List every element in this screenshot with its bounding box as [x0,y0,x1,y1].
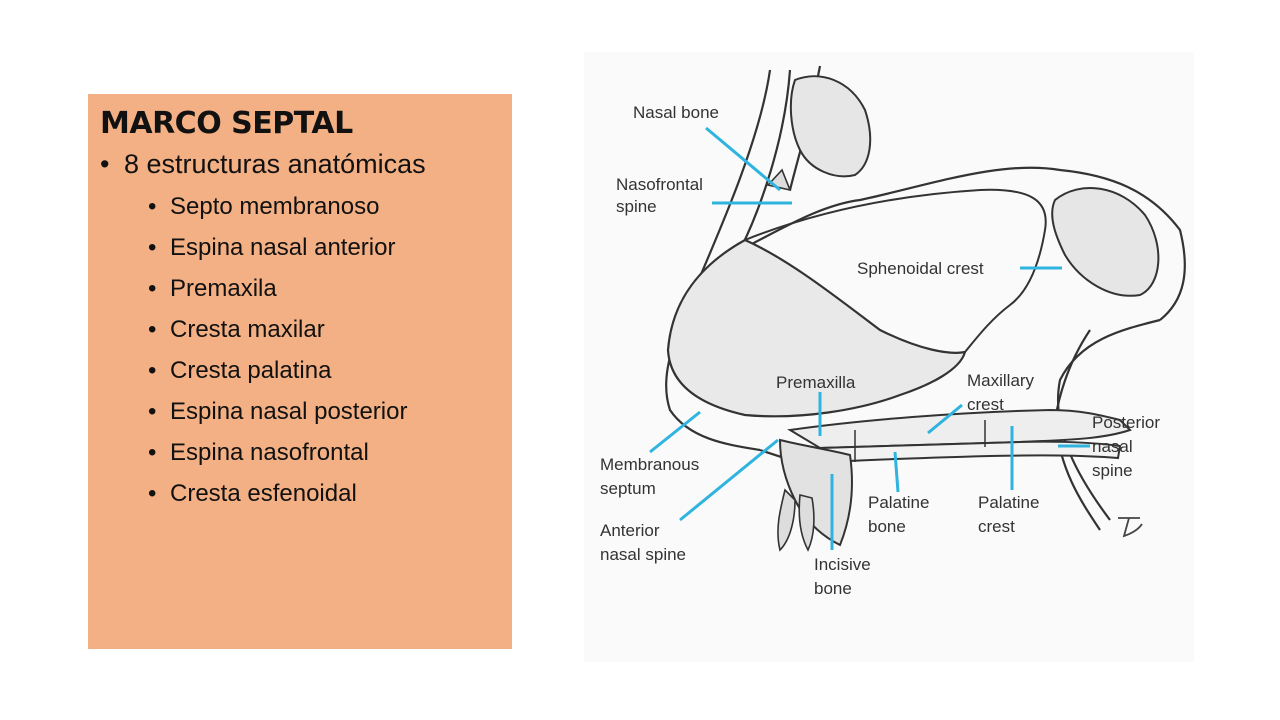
slide-title: MARCO SEPTAL [100,106,353,141]
list-item: Septo membranoso [148,186,512,227]
sphenoid-sinus [1051,187,1160,297]
label-nasofrontal-1: Nasofrontal [616,175,703,194]
septal-cartilage [666,238,967,418]
nasal-septum-diagram: Nasal bone Nasofrontal spine Sphenoidal … [584,52,1194,662]
label-palatine-crest-2: crest [978,517,1015,536]
label-nasofrontal-2: spine [616,197,657,216]
frontal-sinus [789,75,872,178]
label-maxillary-1: Maxillary [967,371,1035,390]
label-palatine-bone-1: Palatine [868,493,929,512]
label-palatine-crest-1: Palatine [978,493,1039,512]
list-item: Espina nasofrontal [148,432,512,473]
artist-signature-icon [1118,517,1143,538]
list-item: Cresta palatina [148,350,512,391]
label-posterior-1: Posterior [1092,413,1160,432]
list-item: Espina nasal posterior [148,391,512,432]
label-anterior-1: Anterior [600,521,660,540]
incisive-bone [778,438,853,547]
label-maxillary-2: crest [967,395,1004,414]
label-premaxilla: Premaxilla [776,373,856,392]
list-item: Espina nasal anterior [148,227,512,268]
label-anterior-2: nasal spine [600,545,686,564]
leader-lines [649,126,1090,550]
label-sphenoidal-crest: Sphenoidal crest [857,259,984,278]
label-incisive-2: bone [814,579,852,598]
perpendicular-plate [744,188,1047,353]
main-bullet: 8 estructuras anatómicas [100,149,512,180]
label-palatine-bone-2: bone [868,517,906,536]
text-panel: MARCO SEPTAL 8 estructuras anatómicas Se… [88,94,512,649]
list-item: Cresta esfenoidal [148,473,512,514]
label-incisive-1: Incisive [814,555,871,574]
label-membranous-2: septum [600,479,656,498]
label-membranous-1: Membranous [600,455,699,474]
label-nasal-bone: Nasal bone [633,103,719,122]
list-item: Cresta maxilar [148,309,512,350]
label-posterior-3: spine [1092,461,1133,480]
list-item: Premaxila [148,268,512,309]
label-posterior-2: nasal [1092,437,1133,456]
structure-list: Septo membranoso Espina nasal anterior P… [100,186,512,514]
